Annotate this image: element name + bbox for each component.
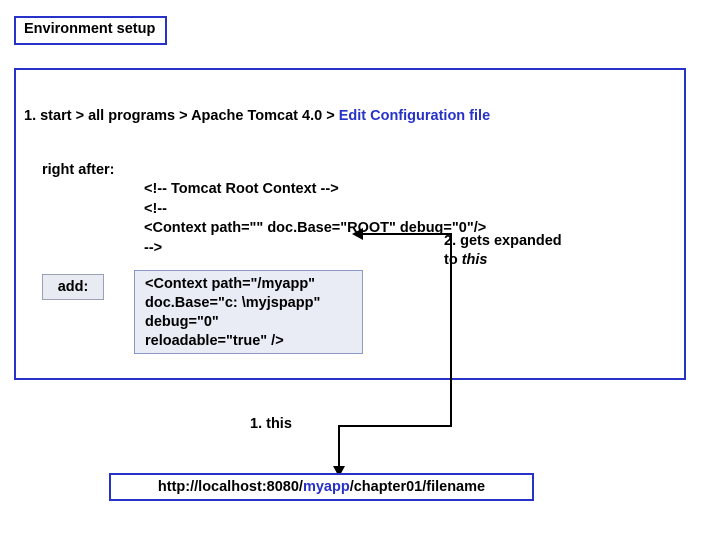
expanded-note-line2-prefix: to xyxy=(444,251,462,268)
url-before: http://localhost:8080/ xyxy=(157,479,303,495)
page-title: Environment setup xyxy=(14,16,168,45)
connector-vertical-left xyxy=(338,425,340,471)
root-context-code: <!-- Tomcat Root Context --> <!-- <Conte… xyxy=(144,181,487,256)
expanded-note-line1: 2. gets expanded xyxy=(444,233,562,249)
url-after: /chapter01/filename xyxy=(349,479,486,495)
step-1-text: 1. start > all programs > Apache Tomcat … xyxy=(24,108,339,124)
connector-arrow-head xyxy=(333,466,345,477)
connector-vertical-right xyxy=(450,233,452,427)
step-1-instruction: 1. start > all programs > Apache Tomcat … xyxy=(24,108,490,124)
expanded-note-line2: to this xyxy=(444,251,562,270)
main-content-box: 1. start > all programs > Apache Tomcat … xyxy=(14,68,686,380)
this-label: 1. this xyxy=(250,416,292,432)
right-after-label: right after: xyxy=(42,162,115,178)
expanded-note: 2. gets expanded to this xyxy=(444,232,562,270)
add-label-box: add: xyxy=(42,274,104,300)
connector-horizontal xyxy=(338,425,452,427)
expand-arrow-line xyxy=(362,233,452,235)
url-highlight: myapp xyxy=(302,479,350,495)
context-snippet-box: <Context path="/myapp" doc.Base="c: \myj… xyxy=(134,270,363,354)
url-box: http://localhost:8080/myapp/chapter01/fi… xyxy=(109,473,534,501)
step-1-highlight: Edit Configuration file xyxy=(338,108,491,124)
expanded-note-line2-italic: this xyxy=(461,251,488,268)
expand-arrow-head xyxy=(352,228,363,240)
